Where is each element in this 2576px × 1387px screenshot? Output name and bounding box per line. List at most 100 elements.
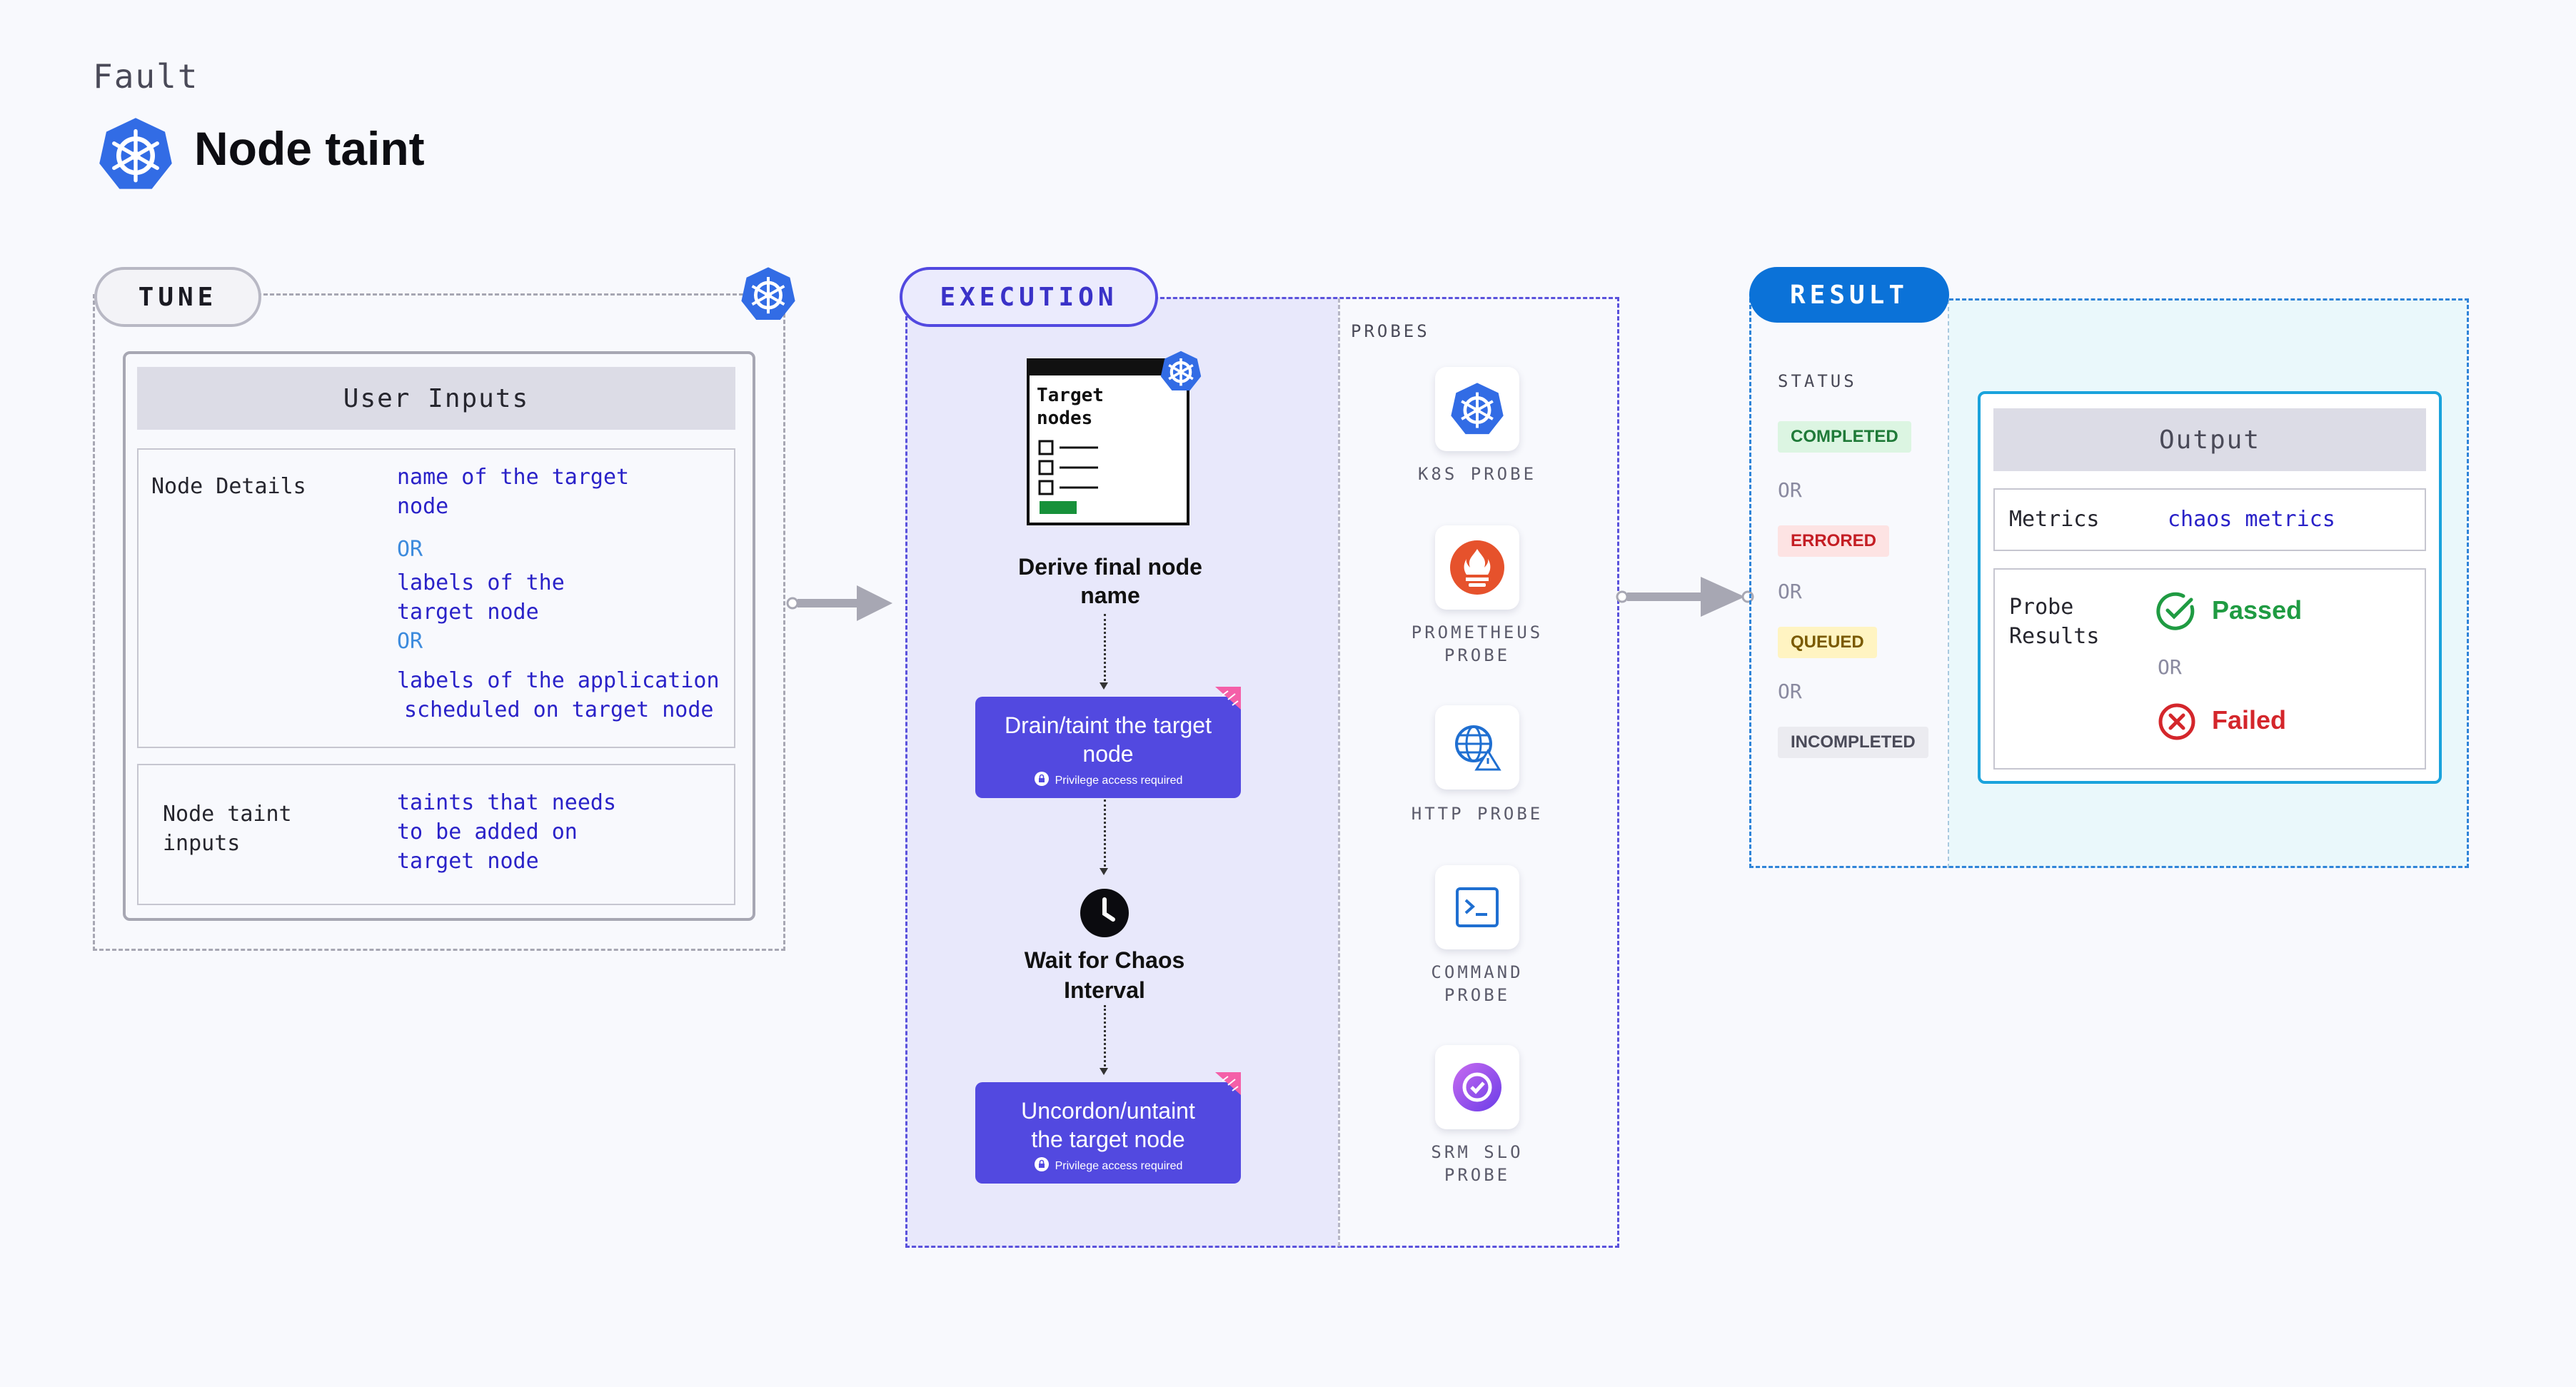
probe-results-row — [1993, 568, 2426, 770]
drain-step-line: Drain/taint the target — [1005, 712, 1212, 738]
node-details-label: Node Details — [151, 474, 306, 499]
tune-to-execution-arrow — [785, 585, 900, 621]
node-taint-value: target node — [397, 849, 539, 874]
output-heading: Output — [1993, 408, 2426, 471]
tune-badge: TUNE — [94, 267, 261, 327]
node-taint-label: Node taint inputs — [163, 800, 292, 858]
drain-taint-step: Drain/taint the target node Privilege ac… — [975, 697, 1241, 798]
or-text: OR — [397, 537, 423, 562]
node-details-value: labels of the application — [397, 668, 720, 693]
wait-chaos-interval-step: Wait for Chaos Interval — [985, 945, 1224, 1005]
probes-heading: PROBES — [1351, 321, 1430, 341]
status-errored: ERRORED — [1778, 525, 1890, 557]
fault-kicker: Fault — [93, 57, 199, 96]
privilege-note: Privilege access required — [975, 1156, 1241, 1176]
user-inputs-heading: User Inputs — [137, 367, 735, 430]
node-details-value: node — [397, 494, 449, 519]
or-text: OR — [2158, 655, 2182, 679]
probe-results-label: Probe Results — [2009, 592, 2099, 651]
uncordon-step-line: Uncordon/untaint — [1021, 1098, 1195, 1124]
prometheus-probe-icon[interactable] — [1435, 525, 1519, 610]
command-probe-icon[interactable] — [1435, 865, 1519, 949]
command-probe-label: COMMAND PROBE — [1384, 961, 1570, 1007]
lock-icon — [1034, 771, 1050, 790]
target-card-line: nodes — [1037, 408, 1093, 429]
execution-badge: EXECUTION — [900, 267, 1158, 327]
node-details-value: target node — [397, 600, 539, 625]
or-text: OR — [397, 629, 423, 654]
wait-step-line: Interval — [1064, 977, 1145, 1003]
target-card-k8s-icon — [1159, 350, 1202, 393]
probe-label-line: PROMETHEUS — [1411, 622, 1544, 642]
node-details-row — [137, 448, 735, 748]
wait-step-line: Wait for Chaos — [1024, 947, 1185, 973]
privilege-text: Privilege access required — [1055, 774, 1183, 787]
node-details-value: labels of the — [397, 570, 565, 595]
tune-section — [93, 294, 785, 951]
result-top-border — [1949, 298, 2469, 301]
probe-results-label-line: Probe — [2009, 595, 2074, 620]
derive-final-node-step: Derive final node name — [992, 553, 1228, 610]
chaos-badge-icon — [1212, 1069, 1244, 1098]
http-probe-icon[interactable] — [1435, 705, 1519, 790]
metrics-label: Metrics — [2009, 507, 2100, 532]
probes-divider — [1338, 298, 1340, 1246]
probe-label-line: PROBE — [1444, 645, 1511, 665]
or-text: OR — [1778, 680, 1802, 703]
kubernetes-logo-icon — [97, 116, 174, 193]
passed-check-icon — [2156, 591, 2196, 631]
srm-slo-probe-icon[interactable] — [1435, 1045, 1519, 1129]
result-badge: RESULT — [1749, 267, 1949, 323]
flow-connector — [1104, 1005, 1106, 1071]
probe-label-line: SRM SLO — [1431, 1142, 1524, 1162]
privilege-note: Privilege access required — [975, 771, 1241, 790]
result-divider — [1948, 300, 1949, 868]
node-taint-row — [137, 764, 735, 905]
node-taint-value: taints that needs — [397, 790, 617, 815]
clock-icon — [1080, 888, 1129, 938]
checklist-icon — [1038, 438, 1110, 520]
derive-step-line: Derive final node — [1018, 554, 1202, 580]
metrics-row — [1993, 488, 2426, 551]
privilege-text: Privilege access required — [1055, 1159, 1183, 1172]
flow-connector — [1104, 614, 1106, 685]
target-nodes-card: Target nodes — [1027, 358, 1189, 525]
probe-label-line: K8S PROBE — [1417, 464, 1537, 484]
or-text: OR — [1778, 478, 1802, 502]
node-taint-label-line: Node taint — [163, 802, 292, 827]
chaos-metrics-link[interactable]: chaos metrics — [2168, 507, 2335, 532]
flow-arrowhead — [1100, 1068, 1108, 1075]
status-queued: QUEUED — [1778, 627, 1877, 658]
status-incompleted: INCOMPLETED — [1778, 727, 1928, 758]
failed-x-icon — [2158, 702, 2196, 741]
flow-arrowhead — [1100, 682, 1108, 690]
k8s-probe-icon[interactable] — [1435, 367, 1519, 451]
http-probe-label: HTTP PROBE — [1384, 802, 1570, 825]
node-details-value: scheduled on target node — [404, 697, 714, 722]
flow-connector — [1104, 800, 1106, 871]
probe-results-label-line: Results — [2009, 624, 2100, 649]
failed-text: Failed — [2212, 705, 2287, 735]
result-section — [1749, 298, 2469, 868]
target-card-line: Target — [1037, 385, 1104, 406]
execution-section — [905, 297, 1619, 1248]
status-heading: STATUS — [1778, 371, 1857, 391]
probe-label-line: COMMAND — [1431, 962, 1524, 982]
chaos-badge-icon — [1212, 684, 1244, 712]
node-details-values: name of the target node OR labels of the… — [397, 463, 720, 725]
uncordon-untaint-step: Uncordon/untaint the target node Privile… — [975, 1082, 1241, 1184]
node-taint-label-line: inputs — [163, 831, 241, 856]
page-title: Node taint — [194, 122, 425, 175]
node-taint-values: taints that needs to be added on target … — [397, 788, 616, 876]
or-text: OR — [1778, 580, 1802, 603]
tune-top-border — [257, 293, 750, 296]
execution-top-border — [1154, 297, 1619, 299]
derive-step-line: name — [1080, 582, 1140, 608]
passed-text: Passed — [2212, 595, 2303, 625]
uncordon-step-line: the target node — [1031, 1126, 1185, 1152]
probe-label-line: PROBE — [1444, 1165, 1511, 1185]
k8s-probe-label: K8S PROBE — [1384, 463, 1570, 485]
probe-label-line: HTTP PROBE — [1411, 804, 1544, 824]
tune-k8s-icon — [740, 266, 797, 323]
status-completed: COMPLETED — [1778, 421, 1911, 453]
